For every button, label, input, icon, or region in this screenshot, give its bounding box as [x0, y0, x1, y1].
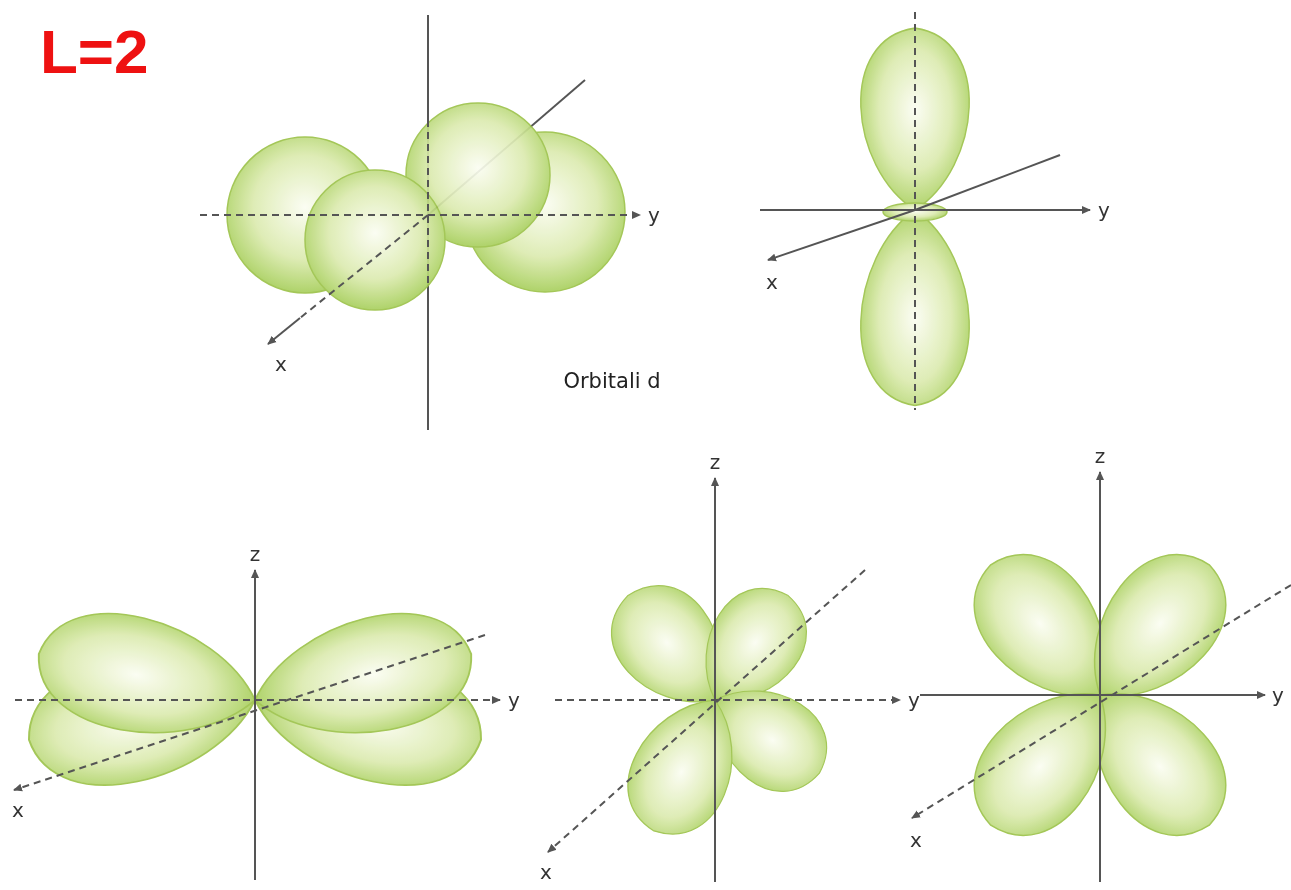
axis-label: x	[540, 861, 552, 883]
axis-label: y	[1098, 199, 1110, 221]
figure-caption: Orbitali d	[563, 370, 660, 393]
axis-label: y	[648, 204, 660, 226]
quantum-number-label: L=2	[40, 18, 149, 86]
axis-label: x	[910, 829, 922, 851]
axis-label: x	[275, 353, 287, 375]
axis-label: x	[766, 271, 778, 293]
axis-label: y	[508, 689, 520, 711]
axis-label: z	[250, 543, 261, 565]
axis-label: x	[12, 799, 24, 821]
axis-label: y	[908, 689, 920, 711]
axis-label: y	[1272, 684, 1284, 706]
axis-label: z	[1095, 445, 1106, 467]
axis-label: z	[710, 451, 721, 473]
